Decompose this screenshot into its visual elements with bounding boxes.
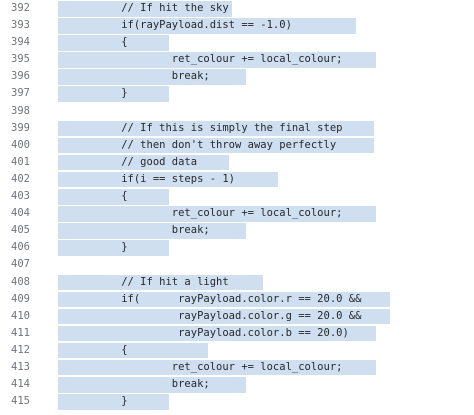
line-number: 397 (11, 87, 30, 100)
code-text[interactable]: break; (58, 378, 210, 391)
code-text[interactable]: break; (58, 224, 210, 237)
line-number: 399 (11, 121, 30, 134)
line-number: 403 (11, 190, 30, 203)
code-line[interactable]: 408 // If hit a light (0, 274, 474, 291)
code-line[interactable]: 399 // If this is simply the final step (0, 120, 474, 137)
selection-highlight (58, 52, 376, 68)
code-text[interactable]: { (58, 190, 128, 203)
code-line[interactable]: 415 } (0, 393, 474, 410)
selection-highlight (58, 206, 376, 222)
code-text[interactable]: { (58, 36, 128, 49)
code-line[interactable]: 395 ret_colour += local_colour; (0, 51, 474, 68)
code-text[interactable]: } (58, 87, 128, 100)
code-line[interactable]: 393 if(rayPayload.dist == -1.0) (0, 17, 474, 34)
line-number: 414 (11, 378, 30, 391)
selection-highlight (58, 325, 376, 342)
selection-highlight (58, 394, 169, 410)
code-text[interactable]: // good data (58, 155, 198, 168)
code-line[interactable]: 405 break; (0, 222, 474, 239)
line-number: 396 (11, 70, 30, 83)
code-text[interactable]: ret_colour += local_colour; (58, 207, 343, 220)
code-line[interactable]: 401 // good data (0, 154, 474, 171)
selection-highlight (58, 171, 278, 188)
line-number: 411 (11, 326, 30, 339)
code-text[interactable]: rayPayload.color.b == 20.0) (58, 326, 349, 339)
code-text[interactable]: // If hit a light (58, 275, 229, 288)
code-line[interactable]: 412 { (0, 342, 474, 359)
selection-highlight (58, 359, 376, 376)
line-number: 406 (11, 241, 30, 254)
code-text[interactable]: } (58, 395, 128, 408)
code-line[interactable]: 403 { (0, 188, 474, 205)
code-text[interactable]: if(i == steps - 1) (58, 172, 236, 185)
line-number: 409 (11, 292, 30, 305)
code-text[interactable]: // If hit the sky (58, 2, 229, 14)
line-number: 412 (11, 343, 30, 356)
line-number: 415 (11, 395, 30, 408)
code-text[interactable]: } (58, 241, 128, 254)
code-text[interactable]: rayPayload.color.g == 20.0 && (58, 309, 362, 322)
selection-highlight (58, 240, 169, 256)
code-line[interactable]: 404 ret_colour += local_colour; (0, 205, 474, 222)
line-number: 410 (11, 309, 30, 322)
code-line[interactable]: 394 { (0, 34, 474, 51)
selection-highlight (58, 154, 229, 171)
code-line[interactable]: 392 // If hit the sky (0, 0, 474, 17)
line-number: 413 (11, 360, 30, 373)
selection-highlight (58, 189, 169, 205)
code-text[interactable]: // If this is simply the final step (58, 121, 343, 134)
code-text[interactable]: break; (58, 70, 210, 83)
code-line[interactable]: 402 if(i == steps - 1) (0, 171, 474, 188)
line-number: 408 (11, 275, 30, 288)
line-number: 398 (11, 104, 30, 117)
line-number: 407 (11, 258, 30, 271)
selection-highlight (58, 1, 232, 17)
code-line[interactable]: 410 rayPayload.color.g == 20.0 && (0, 308, 474, 325)
code-line[interactable]: 406 } (0, 239, 474, 256)
selection-highlight (58, 308, 390, 325)
selection-highlight (58, 120, 374, 137)
code-line[interactable]: 400 // then don't throw away perfectly (0, 137, 474, 154)
selection-highlight (58, 377, 246, 393)
line-number: 405 (11, 224, 30, 237)
line-number: 392 (11, 2, 30, 14)
code-text[interactable]: if( rayPayload.color.r == 20.0 && (58, 292, 362, 305)
selection-highlight (58, 223, 246, 239)
code-line[interactable]: 409 if( rayPayload.color.r == 20.0 && (0, 291, 474, 308)
code-text[interactable]: { (58, 343, 128, 356)
selection-highlight (58, 274, 263, 290)
line-number: 401 (11, 155, 30, 168)
selection-highlight (58, 291, 390, 308)
selection-highlight (58, 86, 169, 102)
selection-highlight (58, 69, 246, 85)
selection-highlight (58, 342, 208, 359)
line-number: 402 (11, 172, 30, 185)
selection-highlight (58, 35, 169, 51)
line-number: 393 (11, 19, 30, 32)
code-line[interactable]: 397 } (0, 85, 474, 102)
selection-highlight (58, 18, 356, 34)
line-number: 400 (11, 138, 30, 151)
code-line[interactable]: 407 (0, 256, 474, 273)
line-number: 394 (11, 36, 30, 49)
code-text[interactable]: ret_colour += local_colour; (58, 360, 343, 373)
line-number: 395 (11, 53, 30, 66)
code-text[interactable]: // then don't throw away perfectly (58, 138, 337, 151)
code-text[interactable]: ret_colour += local_colour; (58, 53, 343, 66)
code-text[interactable]: if(rayPayload.dist == -1.0) (58, 19, 292, 32)
code-line[interactable]: 414 break; (0, 376, 474, 393)
code-line[interactable]: 396 break; (0, 68, 474, 85)
code-line[interactable]: 398 (0, 103, 474, 120)
code-line[interactable]: 411 rayPayload.color.b == 20.0) (0, 325, 474, 342)
line-number: 404 (11, 207, 30, 220)
code-line[interactable]: 413 ret_colour += local_colour; (0, 359, 474, 376)
selection-highlight (58, 137, 374, 154)
